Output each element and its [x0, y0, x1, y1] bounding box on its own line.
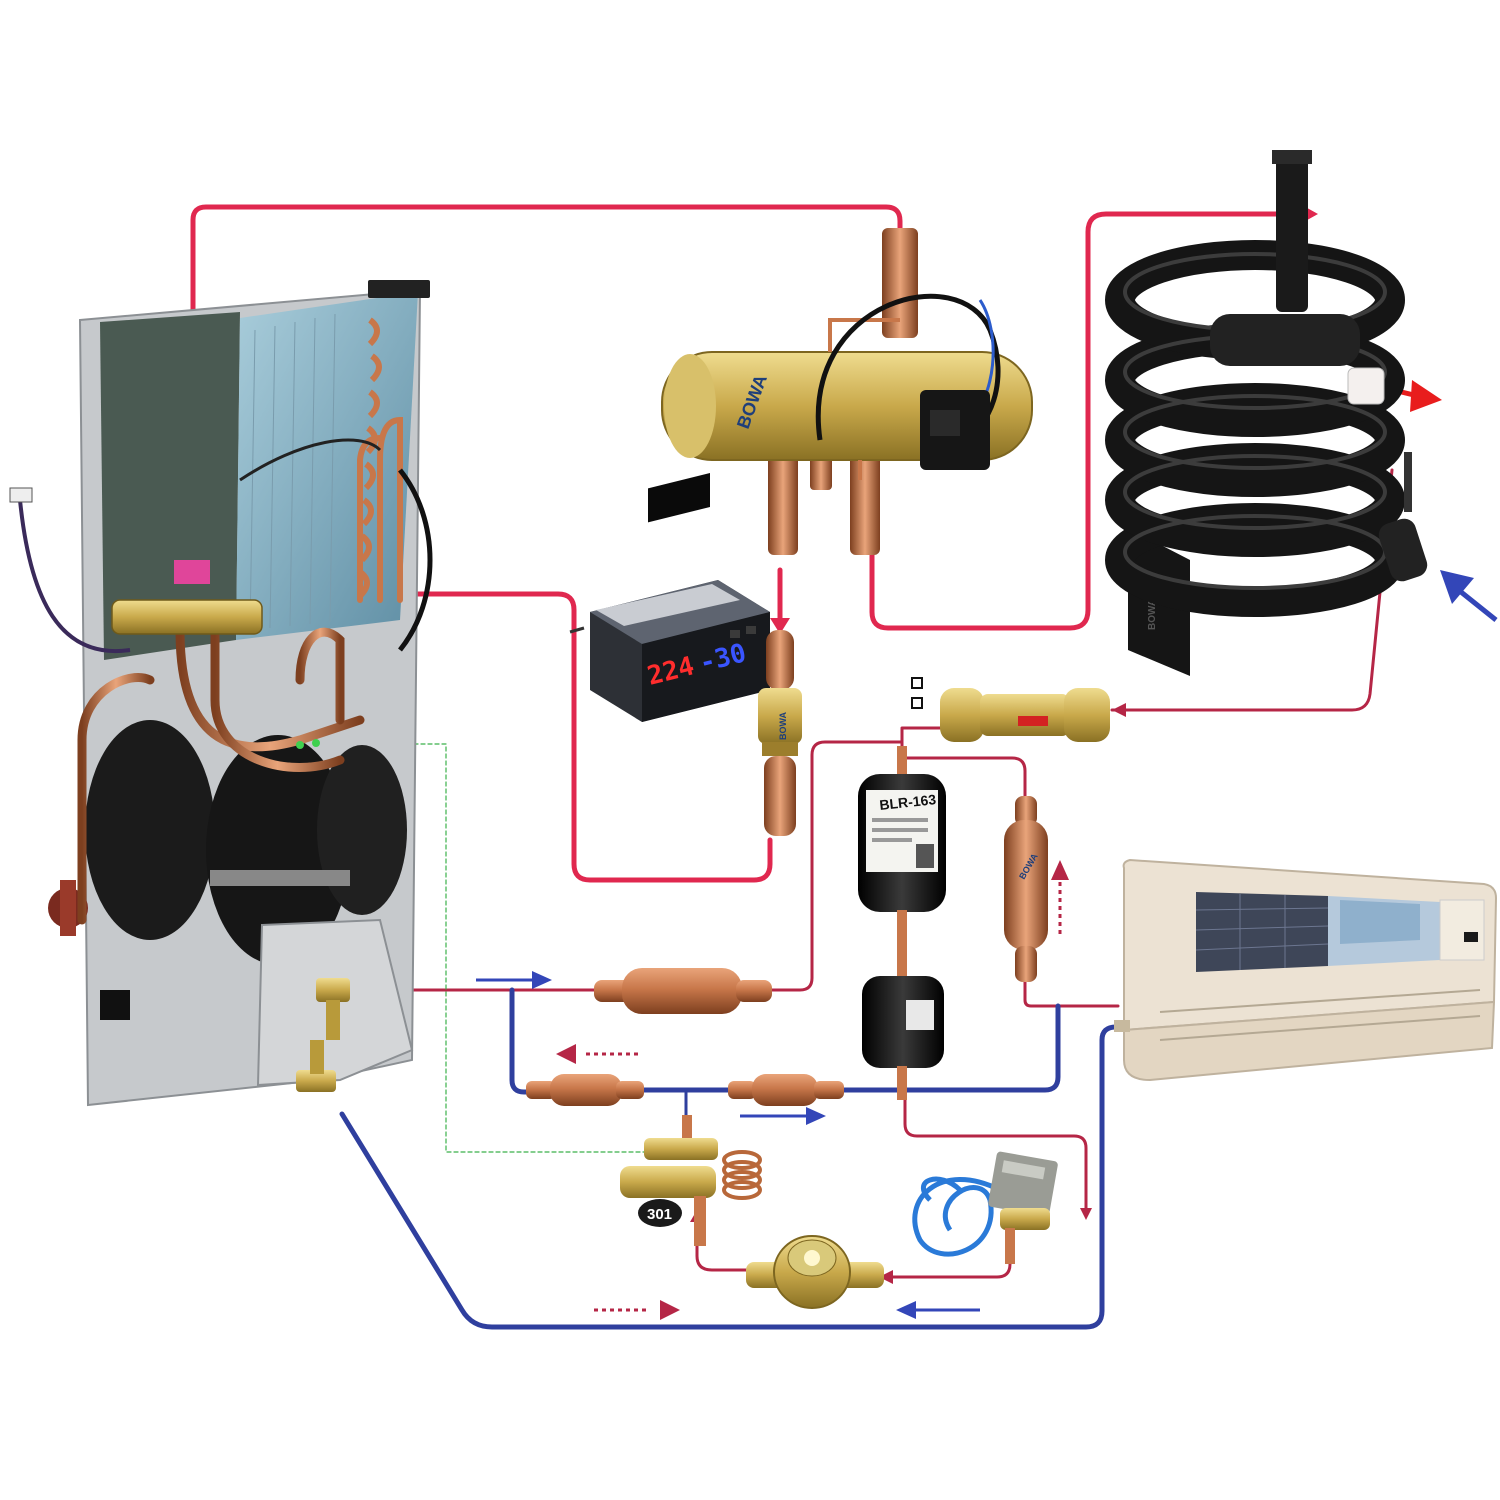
- four-way-valve-icon: BOWA: [661, 228, 1033, 555]
- liquid-line-coil-return: [1110, 468, 1394, 712]
- arrow-right-icon: [806, 1107, 826, 1125]
- solenoid-valve-icon: [912, 1151, 1058, 1264]
- temperature-controller-icon: 224 -30: [569, 472, 770, 722]
- valve-number-label: 301: [647, 1206, 672, 1223]
- arrow-up-icon: [1051, 860, 1069, 880]
- drier-model-label: BLR-163: [879, 791, 937, 813]
- suction-return-line: [193, 591, 773, 883]
- muffler-right: [728, 1074, 844, 1106]
- liquid-line-up: [768, 726, 942, 992]
- service-valves: [296, 978, 350, 1092]
- liquid-line-to-expansion: [695, 1210, 1012, 1279]
- expansion-valve-icon: 301: [620, 1115, 762, 1246]
- arrow-down-icon: [1080, 1208, 1092, 1220]
- arrow-left-icon: [896, 1301, 916, 1319]
- filter-drier-icon: [862, 976, 944, 1100]
- liquid-receiver: BOWA: [1004, 796, 1048, 982]
- filter-drier-icon: BLR-163: [858, 746, 946, 980]
- arrow-left-icon: [556, 1044, 576, 1064]
- hot-gas-to-coil-line: [869, 211, 1313, 631]
- muffler-left: [526, 1074, 644, 1106]
- cold-line-return: [339, 1024, 1127, 1330]
- check-valve-icon: [911, 677, 1110, 742]
- liquid-line-to-solenoid: [903, 1093, 1088, 1214]
- coil-brand-label: BOWA: [1147, 599, 1158, 630]
- sensor-wire: [399, 743, 661, 1153]
- strainer-icon: BOWA: [758, 630, 802, 836]
- sensor-tag: [174, 560, 210, 584]
- liquid-line-indoor: [1023, 978, 1120, 1008]
- arrow-left-icon: [1112, 703, 1126, 717]
- muffler-large: [594, 968, 772, 1014]
- arrow-right-icon: [1410, 380, 1442, 412]
- arrow-right-icon: [660, 1300, 680, 1320]
- indoor-unit-icon: [1114, 858, 1498, 1082]
- pipe-routes: [190, 204, 1394, 1330]
- coil-heat-exchanger-icon: BOWA: [1105, 150, 1428, 676]
- arrow-up-left-icon: [1440, 570, 1474, 604]
- arrow-right-icon: [532, 971, 552, 989]
- strainer-brand-label: BOWA: [778, 712, 788, 740]
- discharge-line: [190, 204, 903, 563]
- arrow-left-icon: [879, 1270, 893, 1284]
- valve-number-badge: [638, 1199, 682, 1227]
- outdoor-unit-icon: [9, 280, 433, 1107]
- sight-glass-icon: [746, 1235, 884, 1309]
- arrow-down-icon: [770, 618, 790, 634]
